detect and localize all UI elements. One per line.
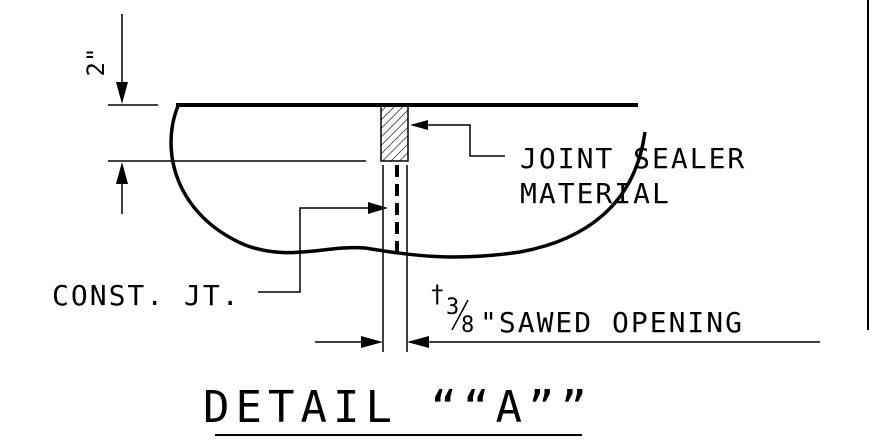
const-jt-arrow: [368, 202, 388, 214]
sawed-fraction-bar: [451, 299, 469, 331]
sawed-fraction-num: 3: [446, 295, 459, 320]
sawed-dagger: †: [430, 280, 444, 308]
opening-arrow-left: [407, 336, 429, 348]
sealer-arrow: [410, 120, 428, 130]
dim-arrow-up: [116, 162, 128, 184]
slab-break-outline: [169, 105, 647, 259]
joint-sealer-block: [380, 104, 409, 162]
sawed-opening-label: "SAWED OPENING: [480, 306, 744, 339]
opening-arrow-right: [361, 336, 383, 348]
sealer-label-line2: MATERIAL: [520, 177, 671, 210]
sealer-label-line1: JOINT SEALER: [520, 142, 746, 175]
detail-title: DETAIL ““A””: [203, 382, 593, 433]
const-jt-leader: [258, 207, 368, 293]
sealer-leader: [428, 124, 505, 157]
sawed-fraction-den: 8: [461, 313, 474, 338]
dim-arrow-down: [116, 82, 128, 104]
const-jt-label: CONST. JT.: [52, 279, 241, 312]
dimension-label: 2": [82, 48, 110, 77]
